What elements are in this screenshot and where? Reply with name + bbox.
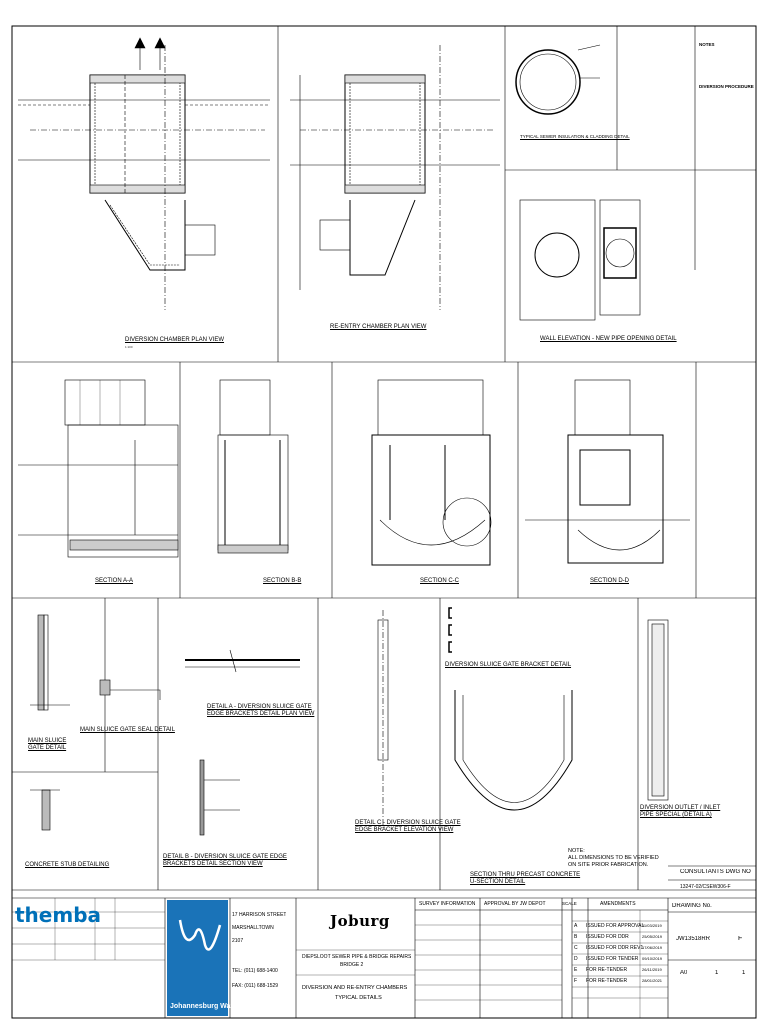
- amendment-rev: C: [574, 945, 578, 951]
- reentry-plan-drawing: [290, 45, 500, 310]
- address-fax: FAX: (011) 688-1529: [232, 983, 279, 989]
- revision-letter: F: [738, 936, 743, 942]
- diversion-plan-drawing: [18, 37, 270, 310]
- section-bb-drawing: [217, 379, 289, 554]
- approval-header: APPROVAL BY JW DEPOT: [484, 901, 546, 907]
- jhb-water-logo: Johannesburg Water: [170, 1003, 240, 1010]
- section-dd-drawing: [525, 379, 690, 564]
- address-line1: 17 HARRISON STREET: [232, 912, 287, 918]
- bracket-detail-drawing: [448, 607, 452, 653]
- detail-b-drawing: [199, 759, 240, 836]
- amendment-rev: B: [574, 934, 578, 940]
- amendment-date: 11/03/2019: [642, 923, 662, 928]
- stub-detail-drawing: [30, 789, 60, 831]
- survey-header: SURVEY INFORMATION: [419, 901, 476, 907]
- jhb-water-logo-panel: [167, 900, 228, 1016]
- amendment-rev: A: [574, 923, 578, 929]
- notes-heading: NOTES: [699, 42, 715, 47]
- detail-b-title: DETAIL B - DIVERSION SLUICE GATE EDGE BR…: [163, 854, 287, 867]
- u-section-title: SECTION THRU PRECAST CONCRETE U-SECTION …: [470, 872, 581, 885]
- wall-elevation-drawing: [519, 199, 641, 321]
- detail-a-title: DETAIL A - DIVERSION SLUICE GATE EDGE BR…: [207, 704, 315, 717]
- joburg-logo: Joburg: [330, 912, 390, 930]
- section-cc-drawing: [371, 379, 492, 566]
- amendment-description: FOR RE-TENDER: [586, 978, 628, 984]
- amendment-rev: E: [574, 967, 578, 973]
- u-section-drawing: [454, 690, 573, 811]
- amendment-date: 09/10/2019: [642, 956, 663, 961]
- amendment-description: ISSUED FOR DDR: [586, 934, 629, 940]
- amendment-rev: F: [574, 978, 578, 984]
- detail-c-drawing: [377, 610, 389, 830]
- procedure-heading: DIVERSION PROCEDURE: [699, 84, 754, 89]
- detail-c-title: DETAIL C - DIVERSION SLUICE GATE EDGE BR…: [355, 820, 461, 833]
- amendment-date: 25/05/2019: [642, 934, 663, 939]
- section-bb-title: SECTION B-B: [263, 578, 302, 584]
- seal-detail-drawing: [99, 679, 161, 700]
- consultant-number: 13247-02/CSEW306-F: [680, 884, 731, 890]
- address-tel: TEL: (011) 688-1400: [232, 968, 278, 974]
- seal-detail-title: MAIN SLUICE GATE SEAL DETAIL: [80, 727, 175, 733]
- project-title1: DIVERSION AND RE-ENTRY CHAMBERS: [302, 985, 408, 991]
- drawing-no-label: DRAWING No.: [672, 903, 712, 909]
- project-title2: TYPICAL DETAILS: [335, 995, 382, 1001]
- amendment-description: ISSUED FOR TENDER: [586, 956, 639, 962]
- amendment-rev: D: [574, 956, 578, 962]
- insulation-title: TYPICAL SEWER INSULATION & CLADDING DETA…: [520, 134, 630, 139]
- detail-a-drawing: [185, 649, 300, 673]
- address-line3: 2107: [232, 938, 244, 944]
- amendment-date: 28/01/2021: [642, 978, 663, 983]
- sheet-size: A0: [680, 970, 688, 976]
- amendment-description: ISSUED FOR DDR REV1: [586, 945, 644, 951]
- themba-logo: themba: [15, 903, 102, 927]
- main-sluice-gate-drawing: [30, 614, 70, 711]
- project-line2: BRIDGE 2: [340, 962, 364, 968]
- consultant-label: CONSULTANTS DWG NO: [680, 869, 751, 875]
- section-aa-drawing: [18, 379, 179, 558]
- amendment-description: ISSUED FOR APPROVAL: [586, 923, 645, 929]
- outlet-title: DIVERSION OUTLET / INLET PIPE SPECIAL (D…: [640, 805, 721, 818]
- amendment-row: F FOR RE-TENDER 28/01/2021: [572, 976, 668, 987]
- diversion-plan-title: DIVERSION CHAMBER PLAN VIEW: [125, 337, 225, 343]
- stub-detail-title: CONCRETE STUB DETAILING: [25, 862, 110, 868]
- bracket-detail-title: DIVERSION SLUICE GATE BRACKET DETAIL: [445, 662, 572, 668]
- diversion-plan-scale: 1:100: [125, 345, 133, 349]
- dimension-note: NOTE: ALL DIMENSIONS TO BE VERIFIED ON S…: [568, 848, 659, 868]
- address-line2: MARSHALLTOWN: [232, 925, 274, 931]
- drawing-number: JW13518RR: [676, 936, 711, 942]
- amendments-header: AMENDMENTS: [600, 901, 636, 907]
- section-aa-title: SECTION A-A: [95, 578, 134, 584]
- sheet-of: 1: [742, 970, 746, 976]
- amendment-description: FOR RE-TENDER: [586, 967, 628, 973]
- scale-header: SCALE: [562, 901, 577, 906]
- amendment-date: 26/11/2019: [642, 967, 662, 972]
- insulation-detail-drawing: [515, 44, 601, 115]
- project-line1: DIEPSLOOT SEWER PIPE & BRIDGE REPAIRS: [302, 954, 412, 960]
- sheet-number: 1: [715, 970, 719, 976]
- amendment-row: B ISSUED FOR DDR 25/05/2019: [572, 932, 668, 943]
- section-cc-title: SECTION C-C: [420, 578, 459, 584]
- amendment-row: E FOR RE-TENDER 26/11/2019: [572, 965, 668, 976]
- section-dd-title: SECTION D-D: [590, 578, 629, 584]
- amendment-date: 17/06/2019: [642, 945, 663, 950]
- outlet-detail-drawing: [647, 619, 669, 801]
- main-sluice-title: MAIN SLUICE GATE DETAIL: [28, 738, 67, 751]
- reentry-plan-title: RE-ENTRY CHAMBER PLAN VIEW: [330, 324, 427, 330]
- wall-elevation-title: WALL ELEVATION - NEW PIPE OPENING DETAIL: [540, 336, 677, 342]
